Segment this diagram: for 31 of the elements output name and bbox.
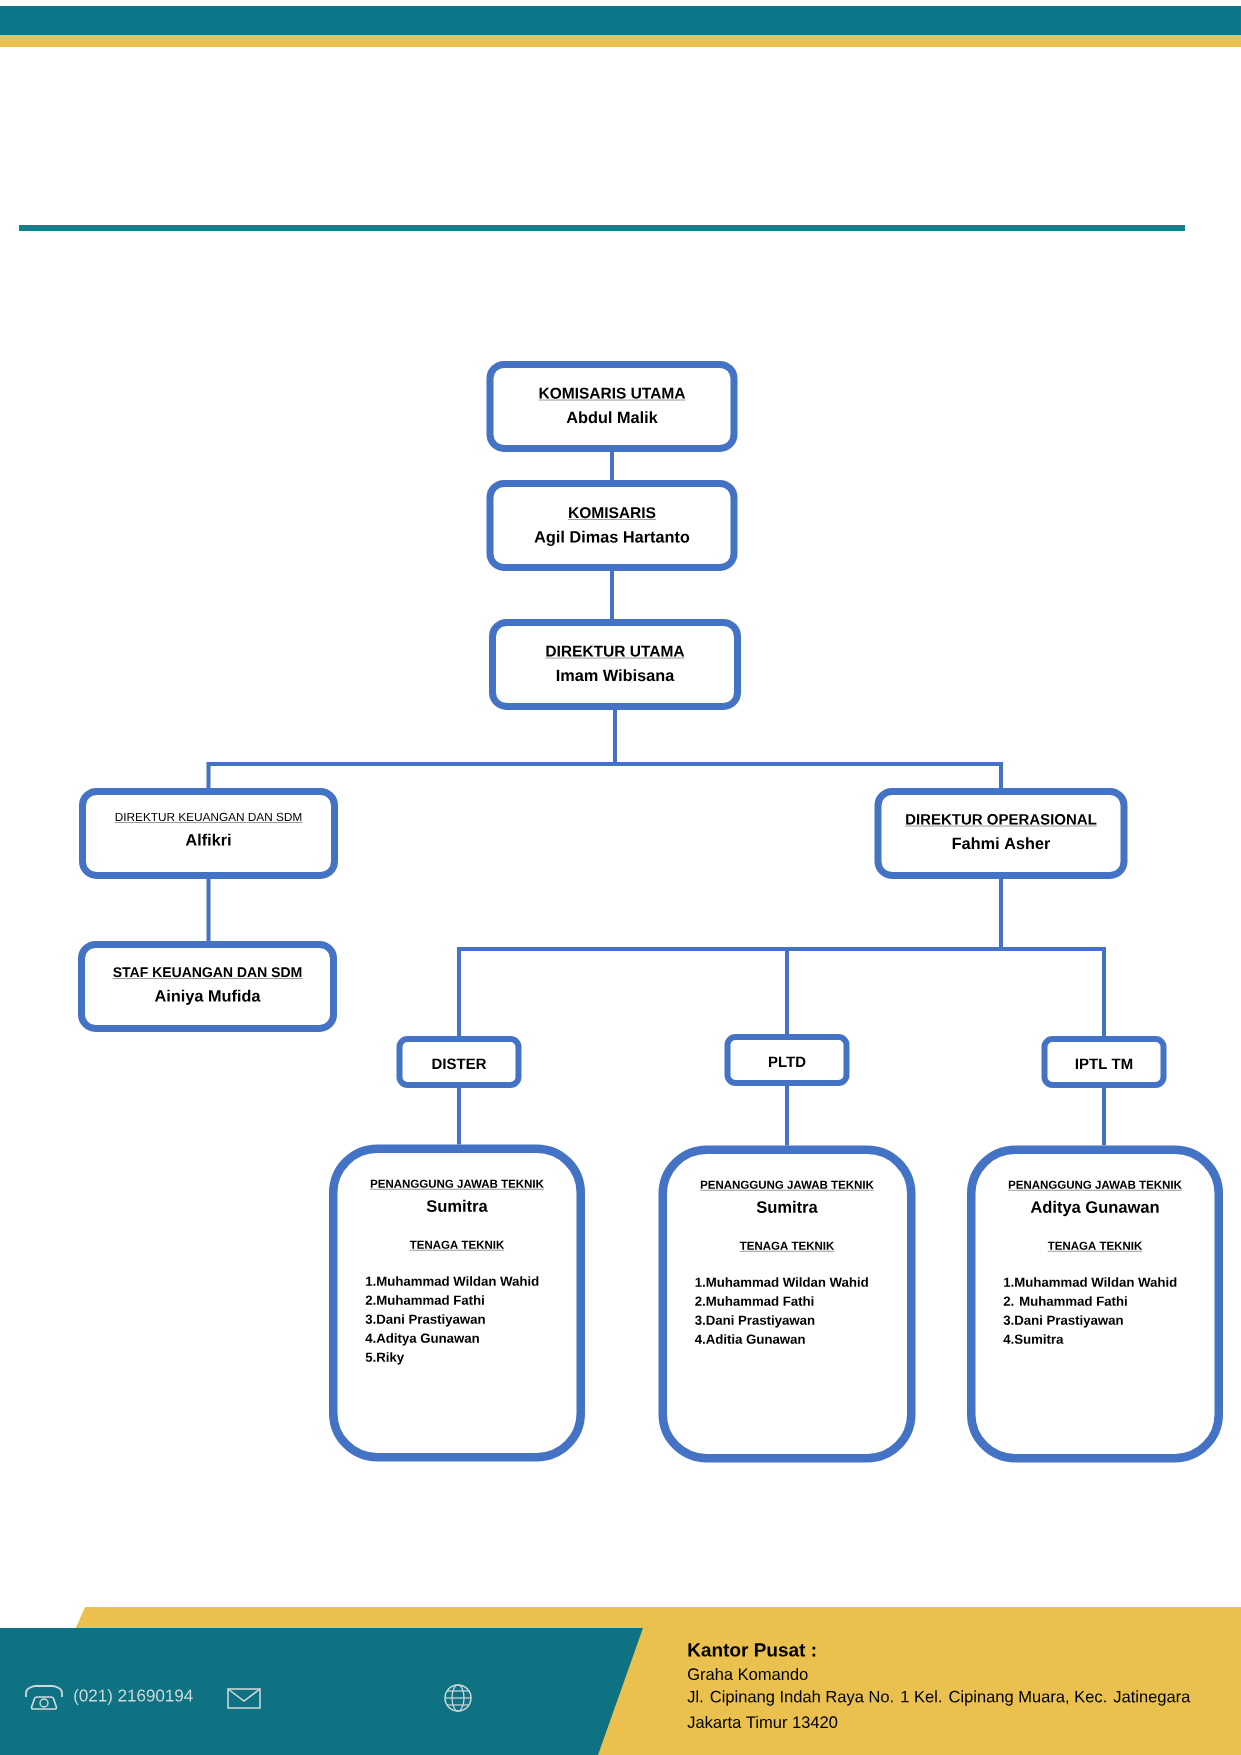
unit-box: DISTER [396,1036,522,1088]
connector-line [610,571,614,619]
connector-line [610,452,614,480]
connector-line [613,710,617,764]
team-box: PENANGGUNG JAWAB TEKNIK Aditya Gunawan TENAGA TEKNIK 1.Muhammad Wildan Wahid 2. Muhammad Fathi 3.Dani Prastiyawan 4.Sumitra [967,1145,1223,1463]
connector-line [785,1086,789,1146]
connector-line [206,879,211,941]
address-line: Jl. Cipinang Indah Raya No. 1 Kel. Cipinang Muara, Kec. Jatinegara [687,1690,1191,1706]
connector-line [457,947,787,1036]
unit-box: PLTD [724,1034,850,1086]
position-box: KOMISARIS UTAMA Abdul Malik [486,361,738,452]
team-box: PENANGGUNG JAWAB TEKNIK Sumitra TENAGA TEKNIK 1.Muhammad Wildan Wahid 2.Muhammad Fathi 3.Dani Prastiyawan 4.Aditya Gunawan 5.Riky [329,1144,585,1462]
unit-box: IPTL TM [1041,1036,1167,1088]
phone-number: (021) 21690194 [74,1689,193,1705]
position-box: DIREKTUR UTAMA Imam Wibisana [489,619,741,710]
connector-line [1102,1088,1106,1146]
connector-line [457,1088,461,1145]
team-box: PENANGGUNG JAWAB TEKNIK Sumitra TENAGA TEKNIK 1.Muhammad Wildan Wahid 2.Muhammad Fathi 3.Dani Prastiyawan 4.Aditia Gunawan [658,1145,916,1463]
connector-line [206,762,615,788]
position-box: KOMISARIS Agil Dimas Hartanto [486,480,738,571]
position-box: DIREKTUR KEUANGAN DAN SDM Alfikri [79,788,338,879]
position-box: STAF KEUANGAN DAN SDM Ainiya Mufida [78,941,337,1032]
office-heading: Kantor Pusat : [688,1643,816,1657]
connector-line [615,762,1003,788]
connector-line [999,879,1003,949]
connector-line [1001,947,1106,1036]
address-line: Graha Komando [688,1667,808,1681]
connector-line [785,949,789,1034]
connector-line [787,947,1001,951]
position-box: DIREKTUR OPERASIONAL Fahmi Asher [874,788,1128,879]
address-line: Jakarta Timur 13420 [687,1715,838,1729]
